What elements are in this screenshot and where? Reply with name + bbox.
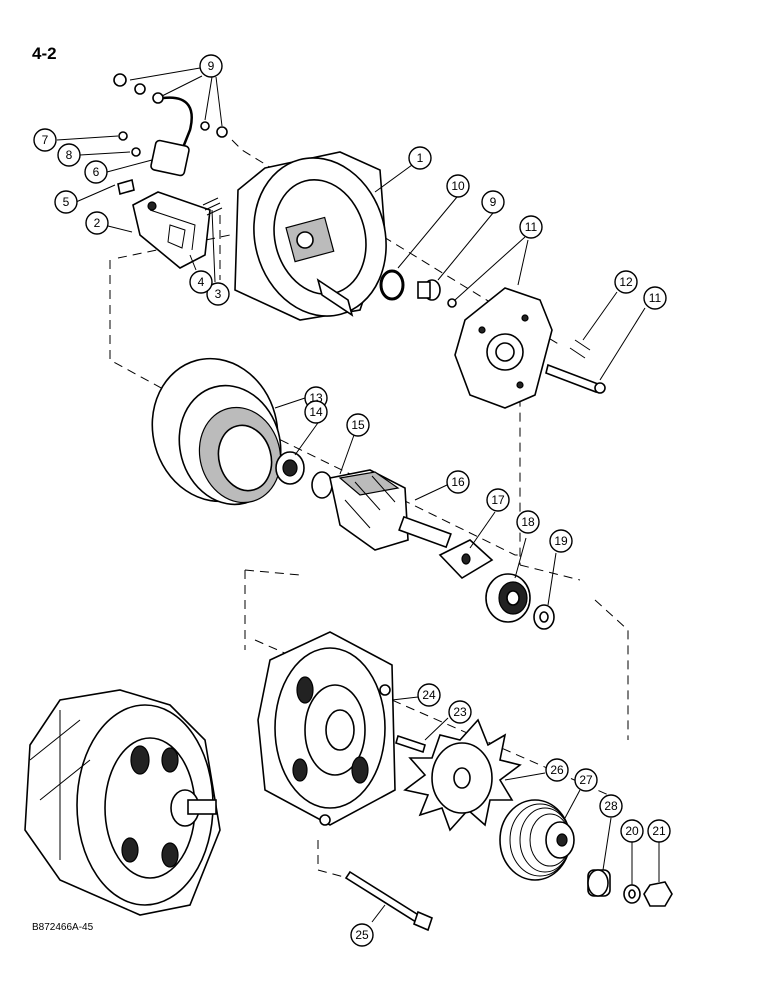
svg-text:9: 9 bbox=[490, 195, 497, 209]
fan bbox=[403, 718, 522, 832]
svg-text:8: 8 bbox=[66, 148, 73, 162]
callout-4: 4 bbox=[189, 270, 213, 294]
seal-and-bushing bbox=[379, 269, 457, 308]
callout-2: 2 bbox=[85, 211, 109, 235]
svg-text:18: 18 bbox=[521, 515, 535, 529]
svg-text:26: 26 bbox=[550, 763, 564, 777]
svg-text:4: 4 bbox=[198, 275, 205, 289]
svg-text:17: 17 bbox=[491, 493, 505, 507]
callout-9-top: 9 bbox=[199, 54, 223, 78]
rear-cover bbox=[454, 287, 606, 409]
callout-23: 23 bbox=[448, 700, 472, 724]
figure-code: B872466A-45 bbox=[32, 922, 94, 933]
callout-14: 14 bbox=[304, 400, 328, 424]
page-number: 4-2 bbox=[32, 44, 57, 63]
callout-5: 5 bbox=[54, 190, 78, 214]
callout-12: 12 bbox=[614, 270, 638, 294]
callout-19: 19 bbox=[549, 529, 573, 553]
svg-text:27: 27 bbox=[579, 773, 593, 787]
callout-28: 28 bbox=[599, 794, 623, 818]
svg-text:20: 20 bbox=[625, 824, 639, 838]
stator bbox=[151, 357, 282, 506]
pulley bbox=[499, 799, 575, 881]
svg-text:9: 9 bbox=[208, 59, 215, 73]
svg-text:14: 14 bbox=[309, 405, 323, 419]
callout-18: 18 bbox=[516, 510, 540, 534]
svg-text:11: 11 bbox=[649, 291, 662, 305]
svg-text:2: 2 bbox=[94, 216, 101, 230]
through-bolt bbox=[344, 870, 433, 932]
callout-21: 21 bbox=[647, 819, 671, 843]
callout-3: 3 bbox=[206, 282, 230, 306]
svg-text:7: 7 bbox=[42, 133, 49, 147]
pulley-hardware bbox=[587, 869, 673, 907]
svg-text:10: 10 bbox=[451, 179, 465, 193]
svg-text:1: 1 bbox=[417, 151, 424, 165]
callout-6: 6 bbox=[84, 160, 108, 184]
svg-text:11: 11 bbox=[525, 220, 538, 234]
voltage-regulator bbox=[117, 178, 223, 269]
callout-1: 1 bbox=[408, 146, 432, 170]
callout-16: 16 bbox=[446, 470, 470, 494]
callout-26: 26 bbox=[545, 758, 569, 782]
callout-10: 10 bbox=[446, 174, 470, 198]
svg-text:25: 25 bbox=[355, 928, 369, 942]
callout-leaders bbox=[56, 67, 660, 923]
svg-text:3: 3 bbox=[215, 287, 222, 301]
drive-end-frame bbox=[257, 631, 396, 826]
rotor bbox=[311, 469, 452, 551]
callout-8: 8 bbox=[57, 143, 81, 167]
svg-text:28: 28 bbox=[604, 799, 618, 813]
svg-text:6: 6 bbox=[93, 165, 100, 179]
svg-text:19: 19 bbox=[554, 534, 568, 548]
callout-27: 27 bbox=[574, 768, 598, 792]
callout-20: 20 bbox=[620, 819, 644, 843]
callout-11-right: 11 bbox=[643, 286, 667, 310]
callout-15: 15 bbox=[346, 413, 370, 437]
alternator-housing bbox=[234, 151, 387, 321]
svg-text:16: 16 bbox=[451, 475, 465, 489]
callout-25: 25 bbox=[350, 923, 374, 947]
mounting-screw bbox=[395, 734, 426, 754]
callout-11-top: 11 bbox=[519, 215, 543, 239]
assembled-alternator bbox=[24, 689, 221, 916]
svg-text:15: 15 bbox=[351, 418, 365, 432]
callout-9-right: 9 bbox=[481, 190, 505, 214]
svg-text:23: 23 bbox=[453, 705, 467, 719]
svg-text:24: 24 bbox=[422, 688, 436, 702]
svg-text:5: 5 bbox=[63, 195, 70, 209]
svg-text:12: 12 bbox=[619, 275, 633, 289]
callout-7: 7 bbox=[33, 128, 57, 152]
callout-17: 17 bbox=[486, 488, 510, 512]
front-bearing bbox=[275, 451, 305, 485]
wire-harness bbox=[113, 73, 228, 177]
rotor-hardware bbox=[438, 539, 555, 630]
callout-24: 24 bbox=[417, 683, 441, 707]
svg-text:21: 21 bbox=[652, 824, 666, 838]
